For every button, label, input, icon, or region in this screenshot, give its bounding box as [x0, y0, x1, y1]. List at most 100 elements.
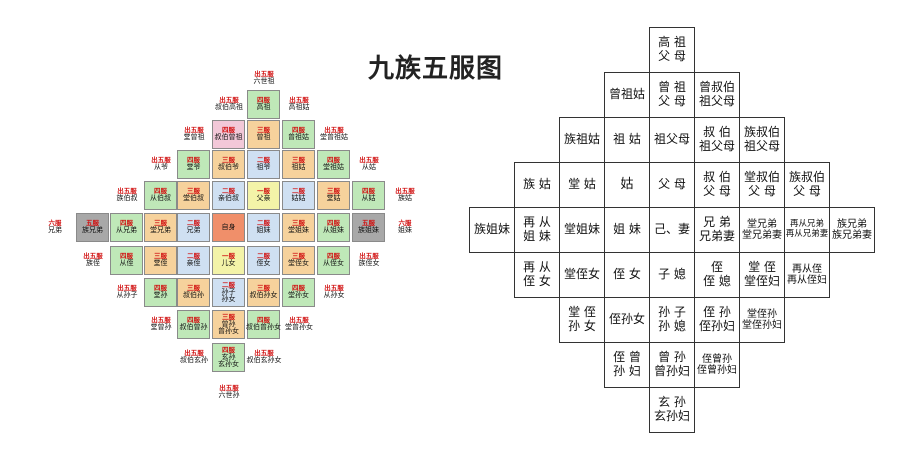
kinship-label: 从姑: [362, 163, 376, 172]
mourning-grade: 五服: [86, 219, 99, 228]
kin-box: 子 媳: [649, 252, 695, 298]
kin-cell: 二服侄女: [247, 246, 280, 275]
kin-box-label: 侄 孙侄孙妇: [698, 305, 735, 333]
kin-box-label: 族姐妹: [473, 222, 510, 237]
mourning-grade: 出五服: [359, 252, 379, 261]
mourning-grade: 二服: [187, 252, 200, 261]
kin-cell: 出五服族侄女: [349, 246, 389, 275]
kin-cell: 四服从姑: [352, 181, 385, 210]
kinship-label: 高祖: [256, 103, 271, 112]
kin-cell: 出五服族侄: [73, 246, 113, 275]
mourning-grade: 三服: [292, 219, 305, 228]
kinship-label: 叔伯爷: [218, 163, 239, 172]
mourning-grade: 二服: [257, 219, 270, 228]
mourning-grade: 六服: [398, 219, 412, 228]
kin-box-label: 高 祖父 母: [658, 35, 686, 63]
mourning-grade: 一服: [222, 252, 235, 261]
mourning-grade: 出五服: [117, 187, 137, 196]
kin-cell: 二服亲侄: [177, 246, 210, 275]
mourning-grade: 三服: [222, 156, 235, 165]
kin-box-label: 堂侄女: [563, 267, 600, 282]
mourning-grade: 二服: [292, 187, 305, 196]
kinship-label: 叔伯曾祖: [214, 133, 243, 142]
kin-box: 侄曾孙侄曾孙妇: [694, 342, 740, 388]
mourning-grade: 四服: [362, 187, 375, 196]
kin-box: 堂叔伯父 母: [739, 162, 785, 208]
kin-cell: 四服曾祖姑: [282, 120, 315, 149]
kin-box-label: 曾 祖父 母: [658, 80, 686, 108]
kin-cell: 六服兄弟: [35, 213, 75, 242]
kin-cell: 出五服从爷: [141, 150, 181, 179]
kin-box: 曾 祖父 母: [649, 72, 695, 118]
mourning-grade: 四服: [154, 284, 167, 293]
kin-cell: 三服叔伯孙: [177, 278, 210, 307]
mourning-grade: 三服: [187, 284, 200, 293]
kin-box-label: 姑: [620, 176, 634, 192]
kinship-label: 堂侄: [153, 259, 168, 268]
kinship-label: 堂姑: [326, 194, 341, 203]
kinship-label: 侄女: [256, 259, 271, 268]
page-title: 九族五服图: [368, 54, 504, 84]
kin-box-label: 族祖姑: [563, 132, 600, 147]
kinship-label: 亲伯叔: [218, 194, 239, 203]
kinship-label: 叔伯玄孙女: [246, 356, 282, 365]
kin-cell: 四服玄孙玄孙女: [212, 343, 245, 372]
kin-cell: 出五服族姑: [385, 181, 425, 210]
kinship-label: 叔伯孙: [183, 291, 204, 300]
kin-box: 堂 姑: [559, 162, 605, 208]
kin-cell: 六服姐妹: [385, 213, 425, 242]
mourning-grade: 四服: [120, 219, 133, 228]
mourning-grade: 出五服: [254, 70, 274, 79]
kin-cell: 四服堂孙: [144, 278, 177, 307]
kin-cell: 三服堂兄弟: [144, 213, 177, 242]
kin-cell: 四服从兄弟: [110, 213, 143, 242]
kinship-label: 祖姑: [291, 163, 306, 172]
mourning-grade: 四服: [187, 316, 200, 325]
kin-box: 再从侄再从侄妇: [784, 252, 830, 298]
kin-box: 曾 孙曾孙妇: [649, 342, 695, 388]
kinship-label: 堂侄女: [288, 259, 309, 268]
mourning-grade: 三服: [154, 219, 167, 228]
kin-box-label: 堂 侄孙 女: [568, 305, 596, 333]
kin-box-label: 堂叔伯父 母: [743, 170, 780, 198]
mourning-grade: 二服: [222, 280, 235, 289]
kin-cell: 自身: [212, 213, 245, 242]
kin-box: 姑: [604, 162, 650, 208]
kin-box-label: 父 母: [658, 177, 686, 192]
kin-box-label: 叔 伯父 母: [703, 170, 731, 198]
kinship-label: 族侄女: [358, 259, 380, 268]
mourning-grade: 四服: [327, 252, 340, 261]
kin-cell: 出五服叔伯玄孙: [174, 343, 214, 372]
mourning-grade: 出五服: [254, 349, 274, 358]
kinship-label: 堂曾祖: [183, 133, 205, 142]
kin-box: 族祖姑: [559, 117, 605, 163]
mourning-grade: 二服: [222, 187, 235, 196]
kin-box: 兄 弟兄弟妻: [694, 207, 740, 253]
kin-box-label: 族叔伯祖父母: [743, 125, 780, 153]
kin-box-label: 己、妻: [653, 222, 690, 237]
kinship-label: 族姑: [398, 194, 412, 203]
kin-box-label: 祖 姑: [613, 132, 641, 147]
kinship-label: 叔伯玄孙: [180, 356, 208, 365]
mourning-grade: 出五服: [359, 156, 379, 165]
kin-box-label: 堂 姑: [568, 177, 596, 192]
kinship-label: 姐妹: [398, 226, 412, 235]
kin-cell: 出五服从姑: [349, 150, 389, 179]
kinship-label: 堂曾孙女: [285, 323, 313, 332]
kin-box: 堂侄孙堂侄孙妇: [739, 297, 785, 343]
kinship-label: 堂孙: [153, 291, 168, 300]
kin-cell: 四服从侄: [110, 246, 143, 275]
kinship-label: 堂曾孙: [150, 323, 172, 332]
kin-cell: 四服从侄女: [317, 246, 350, 275]
kin-cell: 一服父亲: [247, 181, 280, 210]
kin-box: 侄 曾孙 妇: [604, 342, 650, 388]
mourning-grade: 出五服: [151, 316, 171, 325]
kin-cell: 三服祖姑: [282, 150, 315, 179]
kinship-label: 高祖姑: [288, 103, 310, 112]
mourning-grade: 四服: [257, 96, 270, 105]
kinship-label: 自身: [221, 222, 236, 231]
kin-box: 再 从侄 女: [514, 252, 560, 298]
kinship-label: 族姐妹: [358, 226, 379, 235]
mourning-grade: 三服: [257, 126, 270, 135]
